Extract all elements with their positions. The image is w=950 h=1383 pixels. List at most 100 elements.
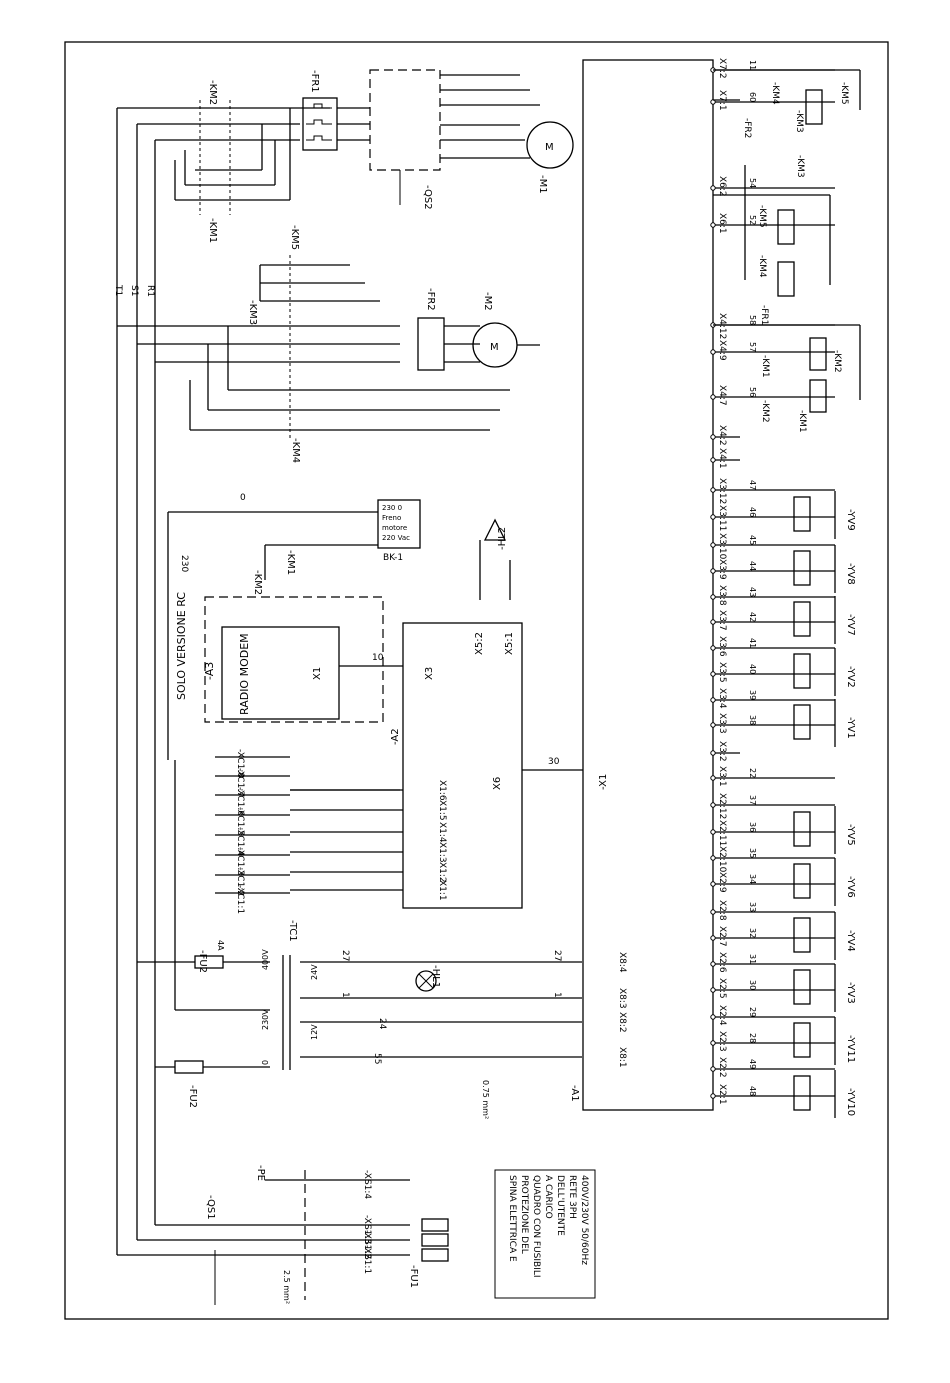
brake-line1: 230 0 <box>382 504 402 512</box>
relay-label-km5b: -KM5 <box>757 205 767 228</box>
label-qs2: -QS2 <box>422 185 433 210</box>
terminal-wire-number: 46 <box>748 507 757 517</box>
fr2-thermal-relay <box>417 317 480 371</box>
terminal-label: X2:2 <box>717 1057 727 1078</box>
label-pe: -PE <box>255 1165 266 1181</box>
wire-label-t1: T1 <box>113 284 123 296</box>
terminal-label: X3:2 <box>717 741 727 762</box>
label-fu2-bottom: -FU2 <box>187 1085 198 1108</box>
valve-label: -YV7 <box>845 614 856 636</box>
xc1-pin-label: -XC1:3 <box>235 847 245 876</box>
x8-label: X8:3 <box>617 988 627 1009</box>
xc1-pin-label: -XC1:8 <box>235 749 245 778</box>
xc1-pin-label: -XC1:1 <box>235 885 245 914</box>
label-m2: -M2 <box>482 292 493 311</box>
label-x5-2: X5:2 <box>474 632 485 655</box>
terminal-node <box>710 671 716 677</box>
terminal-label: X4:12 <box>717 313 727 339</box>
label-qs1: -QS1 <box>205 1195 216 1220</box>
label-tc1: -TC1 <box>287 920 298 942</box>
terminal-label: X3:8 <box>717 585 727 606</box>
x8-label: X8:4 <box>617 952 627 973</box>
terminal-node <box>710 594 716 600</box>
terminal-label: X3:12 <box>717 478 727 504</box>
terminal-node <box>710 514 716 520</box>
valve-label: -YV3 <box>845 982 856 1004</box>
solo-versione-label: SOLO VERSIONE RC <box>175 592 188 700</box>
relay-label-fr2a: -FR2 <box>742 118 752 138</box>
terminal-label: X2:1 <box>717 1084 727 1105</box>
valve-label: -YV6 <box>845 876 856 898</box>
terminal-wire-number: 49 <box>748 1059 757 1069</box>
terminal-wire-number: 40 <box>748 664 757 674</box>
terminal-node <box>710 185 716 191</box>
relay-label-km2b: -KM2 <box>760 400 770 423</box>
terminal-label: X2:10 <box>717 846 727 873</box>
terminal-wire-number: 44 <box>748 561 757 571</box>
board-a1 <box>582 59 714 1111</box>
label-x1-a1: -X1 <box>598 774 609 790</box>
terminal-wire-number: 38 <box>748 715 757 725</box>
relay-label-km3a: -KM3 <box>794 110 804 133</box>
terminal-label: X3:4 <box>717 688 727 709</box>
label-hl1: -HL1 <box>430 965 441 988</box>
terminal-label: X3:9 <box>717 559 727 580</box>
relay-label-km2a: -KM2 <box>832 350 842 373</box>
wire-label-1b: 1 <box>552 992 562 998</box>
terminal-label: X7:2 <box>717 58 727 79</box>
valve-label: -YV8 <box>845 563 856 585</box>
qs2-switch <box>369 69 540 205</box>
wire-label-10a: 10 <box>372 653 384 663</box>
relay-label-km1b: -KM1 <box>797 410 807 433</box>
terminal-node <box>710 1014 716 1020</box>
wire-label-55: 55 <box>372 1053 382 1064</box>
terminal-node <box>710 909 716 915</box>
terminal-node <box>710 855 716 861</box>
x1-pin-label: X1:2 <box>437 862 447 883</box>
terminal-node <box>710 750 716 756</box>
terminal-wire-number: 60 <box>748 92 757 102</box>
valve-label: -YV5 <box>845 824 856 846</box>
terminal-node <box>710 802 716 808</box>
valve-coil <box>793 1075 811 1111</box>
terminal-wire-number: 35 <box>748 848 757 858</box>
terminal-label: X2:11 <box>717 820 727 846</box>
supply-bus <box>116 107 290 1256</box>
label-m1: -M1 <box>537 175 548 194</box>
x1-pin-label: X1:1 <box>437 880 447 901</box>
terminal-node <box>710 1066 716 1072</box>
brake-line4: 220 Vac <box>382 534 410 542</box>
terminal-node <box>710 722 716 728</box>
terminal-node <box>710 935 716 941</box>
supply-qs1 <box>200 1169 596 1305</box>
label-a2: -A2 <box>390 728 401 745</box>
valve-coil <box>793 496 811 532</box>
terminal-node <box>710 1093 716 1099</box>
terminal-node <box>710 697 716 703</box>
terminal-node <box>710 987 716 993</box>
supply-note-line: RETE 3PH <box>567 1175 577 1219</box>
supply-note-line: PROTEZIONE DEL <box>519 1175 529 1254</box>
label-km4-mid: -KM4 <box>290 438 301 463</box>
terminal-label: X3:1 <box>717 766 727 787</box>
tx-12v: 12V <box>310 1024 319 1040</box>
fr1-thermal-relay <box>302 97 370 151</box>
terminal-label: X4:9 <box>717 340 727 361</box>
terminal-node <box>710 961 716 967</box>
solo-versione-rc-box <box>204 596 384 723</box>
valve-coil <box>793 653 811 689</box>
supply-note-line: QUADRO CON FUSIBILI <box>531 1175 541 1278</box>
valve-coil <box>793 917 811 953</box>
terminal-wire-number: 28 <box>748 1033 757 1043</box>
xs1-label: -XS1:2 <box>362 1230 372 1259</box>
brake-line2: Freno <box>382 514 401 522</box>
transformer-tc1 <box>137 760 582 1074</box>
xs1-label: -XS1:4 <box>362 1170 372 1199</box>
wire-label-27b: 27 <box>552 950 562 961</box>
supply-note-line: SPINA ELETTRICA E <box>507 1175 517 1262</box>
xc1-pin-label: -XC1:2 <box>235 867 245 896</box>
terminal-wire-number: 57 <box>748 342 757 352</box>
terminal-label: X4:7 <box>717 385 727 406</box>
label-x3: X3 <box>424 667 435 680</box>
